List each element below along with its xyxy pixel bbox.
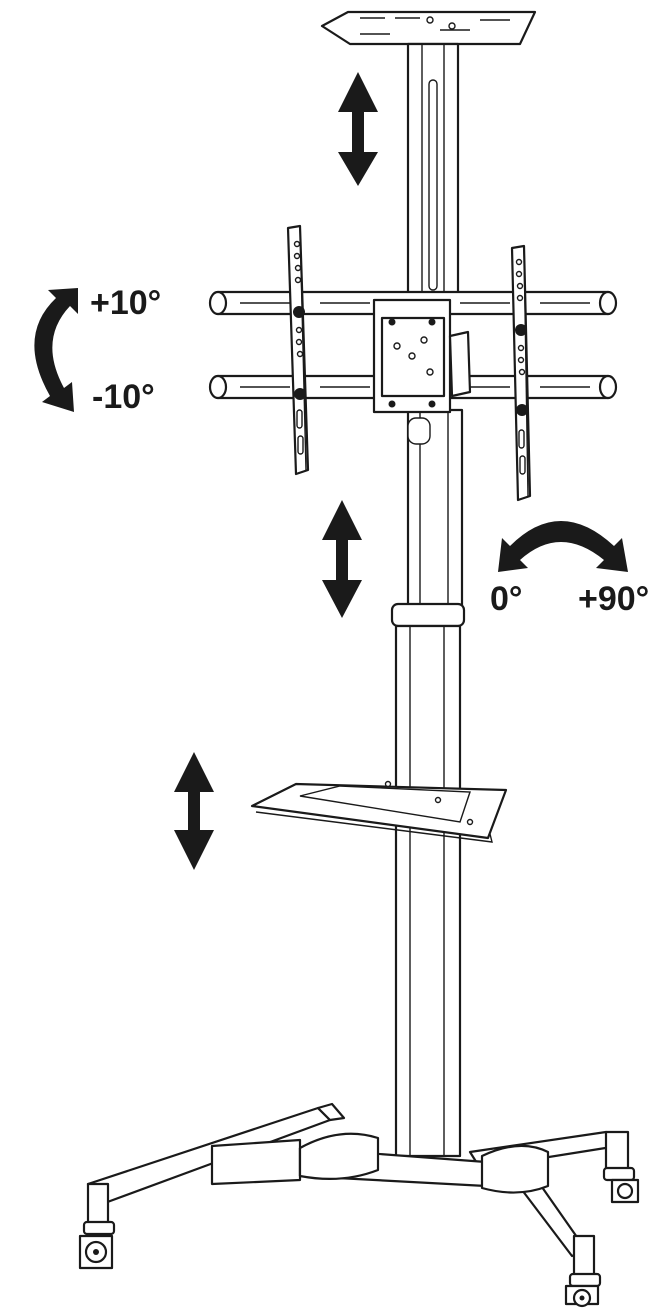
rotation-start-label: 0° xyxy=(490,580,523,618)
bracket-arm-left xyxy=(286,224,310,476)
tilt-minus-label: -10° xyxy=(92,378,155,416)
shelf-height-arrow xyxy=(174,752,214,870)
caster-front-left xyxy=(78,1220,116,1270)
main-column xyxy=(390,408,466,1158)
top-camera-shelf xyxy=(320,10,537,46)
caster-front-right xyxy=(564,1272,602,1308)
caster-rear-right xyxy=(602,1166,640,1204)
bracket-arm-right xyxy=(510,244,532,502)
rotation-arrow xyxy=(498,521,628,572)
base-frame xyxy=(86,1102,630,1280)
rotation-end-label: +90° xyxy=(578,580,650,618)
mount-height-arrow xyxy=(322,500,362,618)
center-mount-plate xyxy=(372,298,472,414)
av-shelf xyxy=(250,780,508,843)
tilt-plus-label: +10° xyxy=(90,284,162,322)
tilt-arrow xyxy=(34,288,78,412)
upper-column xyxy=(406,42,460,306)
camera-shelf-height-arrow xyxy=(338,72,378,186)
